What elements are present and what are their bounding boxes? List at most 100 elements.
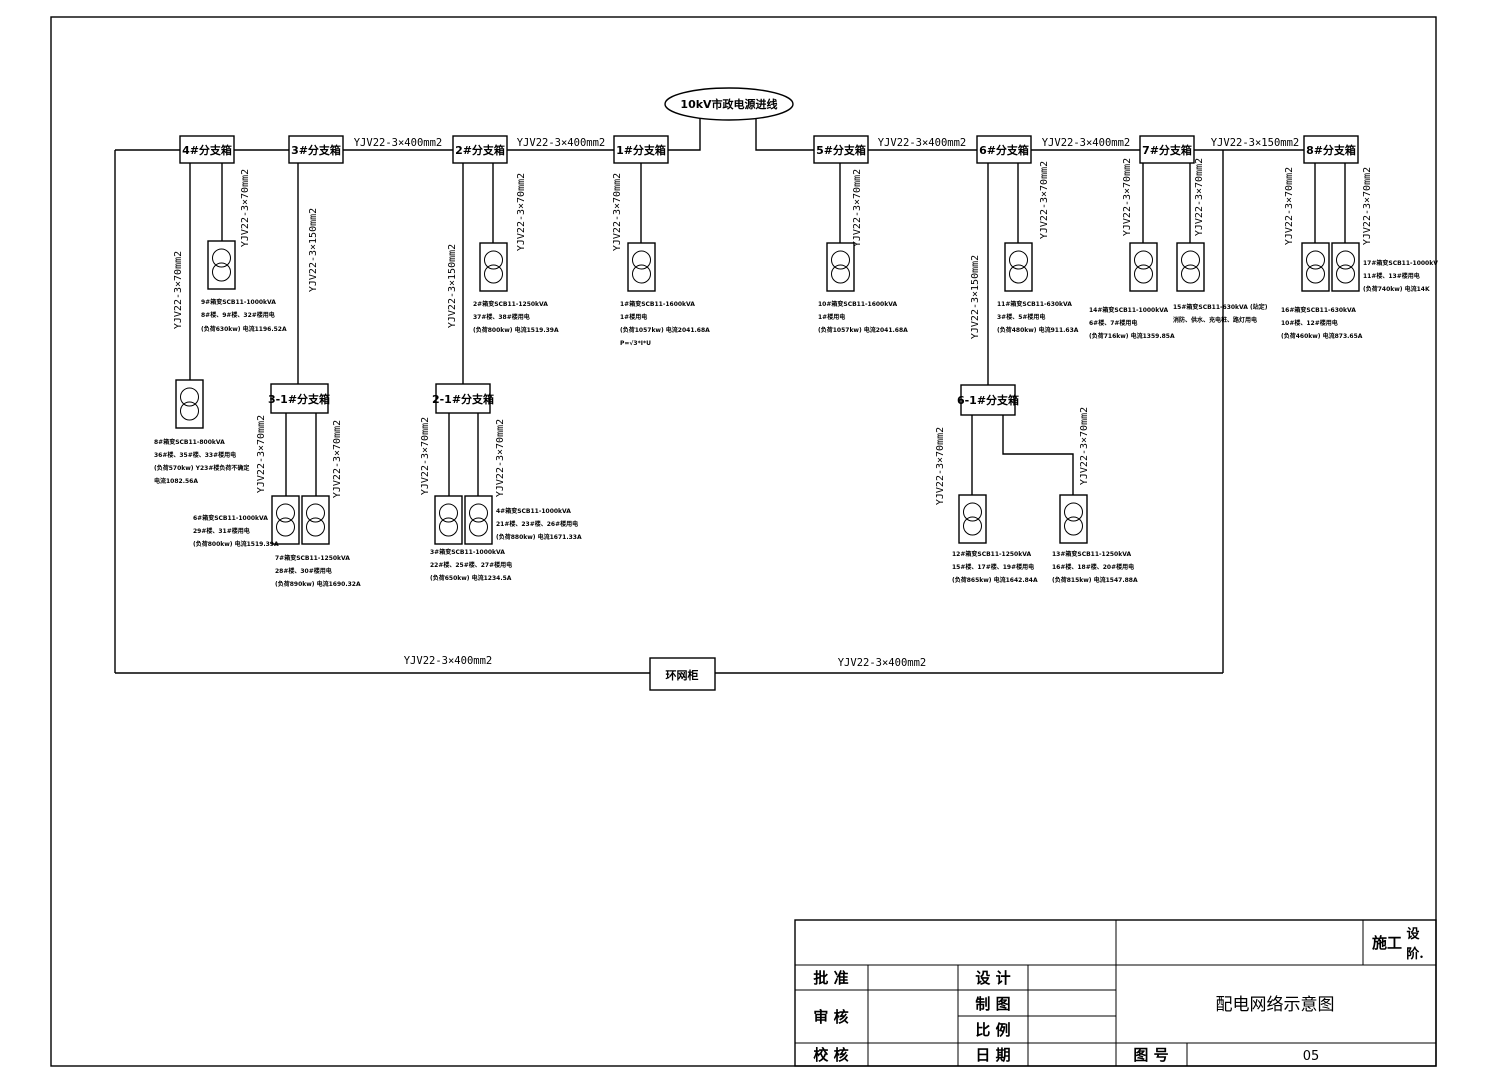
ring-label-right: YJV22-3×400mm2 (838, 657, 927, 669)
svg-text:3-1#分支箱: 3-1#分支箱 (268, 392, 330, 406)
cable-v-5: YJV22-3×70mm2 (852, 169, 863, 247)
draft-label: 制 图 (975, 995, 1010, 1013)
transformer-tx16 (1301, 242, 1330, 292)
svg-text:2#分支箱: 2#分支箱 (455, 143, 505, 157)
review-label: 审 核 (813, 1008, 848, 1026)
branch-box-1[interactable]: 1#分支箱 (613, 135, 669, 164)
transformer-tx13 (1059, 494, 1088, 544)
transformer-tx8 (175, 379, 204, 429)
svg-text:7#分支箱: 7#分支箱 (1142, 143, 1192, 157)
transformer-tx7 (301, 495, 330, 545)
transformer-tx6 (271, 495, 300, 545)
svg-text:6#分支箱: 6#分支箱 (979, 143, 1029, 157)
cable-v-2-1b: YJV22-3×70mm2 (495, 419, 506, 497)
branch-box-7[interactable]: 7#分支箱 (1139, 135, 1195, 164)
transformer-tx4 (464, 495, 493, 545)
ring-main-unit[interactable]: 环网柜 (649, 657, 716, 691)
cable-v-3: YJV22-3×150mm2 (308, 208, 319, 292)
stage-label-b: 设 (1406, 927, 1420, 942)
cable-v-6-1b: YJV22-3×70mm2 (1079, 407, 1090, 485)
branch-box-3[interactable]: 3#分支箱 (288, 135, 344, 164)
svg-text:1#分支箱: 1#分支箱 (616, 143, 666, 157)
branch-box-6-1[interactable]: 6-1#分支箱 (957, 384, 1019, 416)
stage-label-c: 阶. (1406, 946, 1424, 962)
branch-box-6[interactable]: 6#分支箱 (976, 135, 1032, 164)
transformer-tx10 (826, 242, 855, 292)
transformer-tx15 (1176, 242, 1205, 292)
cable-v-7a: YJV22-3×70mm2 (1122, 158, 1133, 236)
transformer-tx12 (958, 494, 987, 544)
note-tx15: 15#箱变SCB11-630kVA (站定)消防、供水、充电桩、路灯用电 (1173, 303, 1268, 324)
cable-v-6a: YJV22-3×150mm2 (970, 255, 981, 339)
transformer-tx11 (1004, 242, 1033, 292)
svg-text:6-1#分支箱: 6-1#分支箱 (957, 393, 1019, 407)
svg-text:环网柜: 环网柜 (666, 668, 699, 682)
cable-label-2-1: YJV22-3×400mm2 (517, 137, 606, 149)
title-block: 施工 设 阶. 批 准 审 核 校 核 设 计 制 图 比 例 日 期 配电网络… (794, 919, 1437, 1067)
transformer-tx14 (1129, 242, 1158, 292)
transformer-symbols (175, 240, 1360, 545)
cable-label-6-7: YJV22-3×400mm2 (1042, 137, 1131, 149)
cable-v-2-1a: YJV22-3×70mm2 (420, 417, 431, 495)
cable-v-3-1b: YJV22-3×70mm2 (332, 420, 343, 498)
svg-text:4#分支箱: 4#分支箱 (182, 143, 232, 157)
branch-box-2-1[interactable]: 2-1#分支箱 (432, 383, 494, 414)
branch-box-5[interactable]: 5#分支箱 (813, 135, 869, 164)
check-label: 校 核 (813, 1046, 848, 1064)
ring-label-left: YJV22-3×400mm2 (404, 655, 493, 667)
cable-v-8b: YJV22-3×70mm2 (1362, 167, 1373, 245)
power-source: 10kV市政电源进线 (664, 87, 794, 121)
branch-box-3-1[interactable]: 3-1#分支箱 (268, 383, 330, 414)
scale-label: 比 例 (975, 1021, 1010, 1039)
transformer-tx2 (479, 242, 508, 292)
drawing-no: 05 (1303, 1049, 1320, 1064)
svg-text:8#分支箱: 8#分支箱 (1306, 143, 1356, 157)
svg-text:5#分支箱: 5#分支箱 (816, 143, 866, 157)
branch-cable-labels: YJV22-3×70mm2 YJV22-3×70mm2 YJV22-3×150m… (173, 158, 1373, 505)
cable-v-2a: YJV22-3×150mm2 (447, 244, 458, 328)
drawing-frame (50, 16, 1437, 1067)
trunk-lines (114, 118, 1304, 674)
cable-v-7b: YJV22-3×70mm2 (1194, 158, 1205, 236)
cable-v-6b: YJV22-3×70mm2 (1039, 161, 1050, 239)
svg-text:3#分支箱: 3#分支箱 (291, 143, 341, 157)
date-label: 日 期 (975, 1046, 1010, 1064)
drawing-no-label: 图 号 (1133, 1046, 1168, 1064)
cable-label-5-6: YJV22-3×400mm2 (878, 137, 967, 149)
transformer-tx9 (207, 240, 236, 290)
source-label: 10kV市政电源进线 (680, 97, 777, 111)
drawing-title: 配电网络示意图 (1216, 995, 1335, 1015)
branch-box-4[interactable]: 4#分支箱 (179, 135, 235, 164)
branch-box-2[interactable]: 2#分支箱 (452, 135, 508, 164)
svg-text:2-1#分支箱: 2-1#分支箱 (432, 392, 494, 406)
transformer-tx3 (434, 495, 463, 545)
transformer-tx1 (627, 242, 656, 292)
cable-v-4a: YJV22-3×70mm2 (173, 251, 184, 329)
cable-label-7-8: YJV22-3×150mm2 (1211, 137, 1300, 149)
cable-v-1: YJV22-3×70mm2 (612, 173, 623, 251)
trunk-cable-labels: YJV22-3×400mm2 YJV22-3×400mm2 YJV22-3×40… (354, 137, 1300, 669)
design-label: 设 计 (975, 969, 1010, 987)
cable-v-6-1a: YJV22-3×70mm2 (935, 427, 946, 505)
cable-v-8a: YJV22-3×70mm2 (1284, 167, 1295, 245)
branch-lines (189, 163, 1346, 496)
branch-box-8[interactable]: 8#分支箱 (1303, 135, 1359, 164)
cable-v-3-1a: YJV22-3×70mm2 (256, 415, 267, 493)
